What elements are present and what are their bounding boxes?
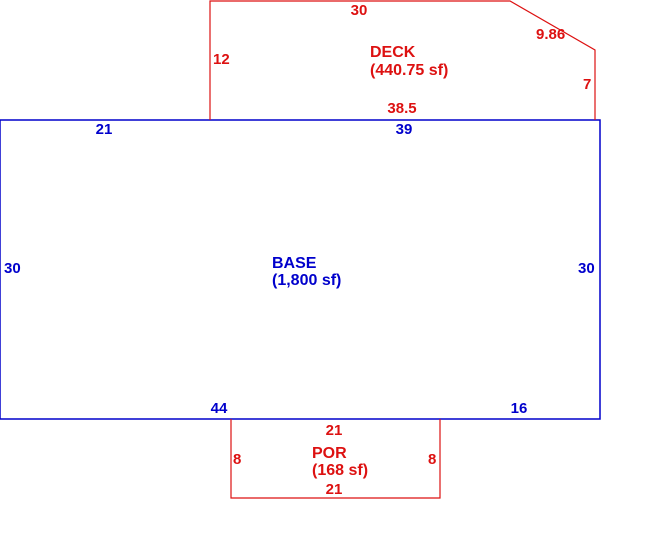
deck-area: (440.75 sf) — [370, 62, 448, 79]
base-dim-right: 30 — [578, 260, 595, 277]
porch-dim-bottom: 21 — [326, 481, 343, 498]
base-outline — [0, 119, 601, 420]
deck-dim-diagonal: 9.86 — [536, 26, 565, 43]
porch-area: (168 sf) — [312, 462, 368, 479]
deck-dim-right: 7 — [583, 76, 591, 93]
porch-dim-right: 8 — [428, 451, 436, 468]
porch-dim-left: 8 — [233, 451, 241, 468]
base-dim-bottom-right: 16 — [511, 400, 528, 417]
porch-dim-top: 21 — [326, 422, 343, 439]
base-dim-top-right: 39 — [396, 121, 413, 138]
base-area: (1,800 sf) — [272, 272, 341, 289]
deck-dim-bottom: 38.5 — [387, 100, 416, 117]
base-dim-left: 30 — [4, 260, 21, 277]
porch-name: POR — [312, 445, 347, 462]
deck-dim-left: 12 — [213, 51, 230, 68]
base-labels: BASE (1,800 sf) 21 39 30 30 44 16 — [4, 121, 595, 417]
deck-labels: DECK (440.75 sf) 30 9.86 12 7 38.5 — [213, 2, 591, 117]
deck-outline — [209, 0, 596, 120]
base-dim-top-left: 21 — [96, 121, 113, 138]
porch-outline — [230, 419, 441, 499]
base-name: BASE — [272, 255, 317, 272]
deck-name: DECK — [370, 44, 416, 61]
porch-labels: POR (168 sf) 21 21 8 8 — [233, 422, 436, 498]
deck-dim-top: 30 — [351, 2, 368, 19]
base-dim-bottom-left: 44 — [211, 400, 228, 417]
